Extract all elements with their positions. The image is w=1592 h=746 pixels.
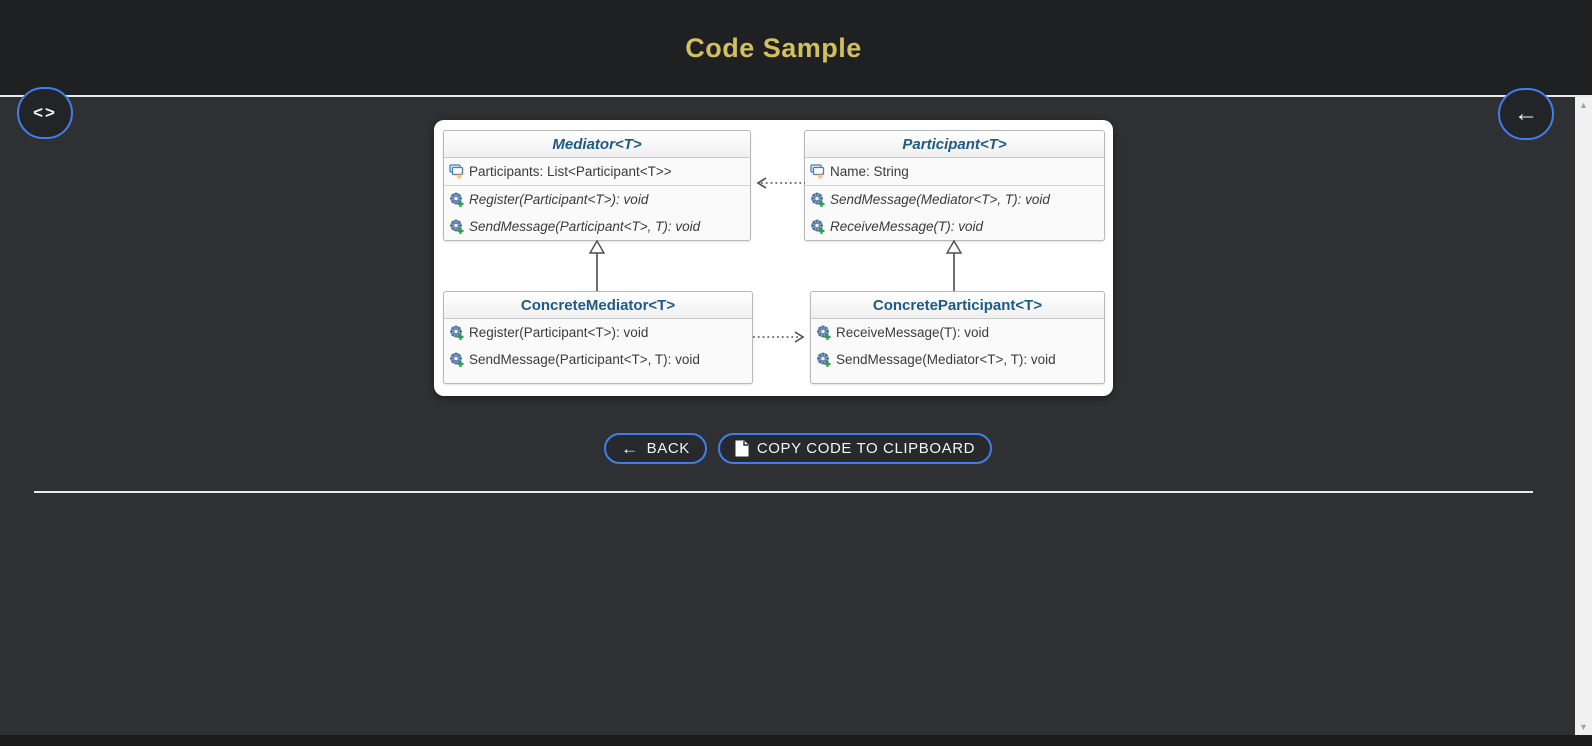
toggle-code-view-button[interactable]: <> (17, 87, 73, 139)
uml-class-mediator: Mediator<T> # Participants: List<Partici… (443, 130, 751, 241)
method-row: SendMessage(Participant<T>, T): void (444, 346, 752, 373)
method-label: SendMessage(Participant<T>, T): void (469, 219, 701, 234)
copy-code-button[interactable]: COPY CODE TO CLIPBOARD (717, 433, 993, 464)
inheritance-arrow-concreteparticipant (945, 240, 963, 291)
class-title: Mediator<T> (444, 131, 750, 158)
method-compartment: Register(Participant<T>): void SendMessa… (444, 319, 752, 373)
back-arrow-icon: ← (1514, 100, 1538, 127)
copy-code-button-label: COPY CODE TO CLIPBOARD (756, 440, 976, 457)
method-label: SendMessage(Participant<T>, T): void (469, 352, 700, 367)
method-label: Register(Participant<T>): void (469, 192, 649, 207)
uml-class-concrete-participant: ConcreteParticipant<T> ReceiveMessage(T)… (810, 291, 1105, 384)
inheritance-arrow-concretemediator (588, 240, 606, 291)
dependency-arrow-participant-to-mediator (756, 177, 805, 189)
property-icon: # (449, 164, 464, 179)
method-compartment: ReceiveMessage(T): void SendMessage(Medi… (811, 319, 1104, 373)
method-icon (450, 325, 464, 340)
uml-class-concrete-mediator: ConcreteMediator<T> Register(Participant… (443, 291, 753, 384)
method-icon (817, 352, 831, 367)
back-arrow-icon: ← (621, 439, 639, 458)
page-title: Code Sample (685, 33, 862, 63)
method-row: SendMessage(Mediator<T>, T): void (805, 186, 1104, 213)
method-row: ReceiveMessage(T): void (811, 319, 1104, 346)
method-icon (811, 192, 825, 207)
bottom-edge-strip (0, 735, 1592, 746)
svg-text:#: # (818, 171, 823, 179)
method-row: SendMessage(Mediator<T>, T): void (811, 346, 1104, 373)
method-label: ReceiveMessage(T): void (830, 219, 984, 234)
method-row: Register(Participant<T>): void (444, 186, 750, 213)
method-label: SendMessage(Mediator<T>, T): void (830, 192, 1050, 207)
svg-text:#: # (457, 171, 462, 179)
method-icon (450, 192, 464, 207)
method-row: ReceiveMessage(T): void (805, 213, 1104, 240)
method-icon (811, 219, 825, 234)
app-header: Code Sample (0, 0, 1592, 97)
scroll-up-icon[interactable]: ▲ (1579, 100, 1588, 110)
back-button[interactable]: ← BACK (604, 433, 707, 464)
property-label: Name: String (830, 164, 909, 179)
method-label: Register(Participant<T>): void (469, 325, 649, 340)
uml-diagram-panel: Mediator<T> # Participants: List<Partici… (434, 120, 1113, 396)
method-row: Register(Participant<T>): void (444, 319, 752, 346)
method-compartment: SendMessage(Mediator<T>, T): void Receiv… (805, 186, 1104, 240)
uml-class-participant: Participant<T> # Name: String SendMe (804, 130, 1105, 241)
back-circle-button[interactable]: ← (1498, 88, 1554, 140)
method-row: SendMessage(Participant<T>, T): void (444, 213, 750, 240)
property-icon: # (810, 164, 825, 179)
method-icon (450, 352, 464, 367)
class-title: ConcreteParticipant<T> (811, 292, 1104, 319)
class-title: Participant<T> (805, 131, 1104, 158)
property-compartment: # Participants: List<Participant<T>> (444, 158, 750, 186)
action-buttons-row: ← BACK COPY CODE TO CLIPBOARD (604, 433, 993, 464)
property-compartment: # Name: String (805, 158, 1104, 186)
back-button-label: BACK (646, 440, 690, 457)
property-label: Participants: List<Participant<T>> (469, 164, 672, 179)
dependency-arrow-concretemediator-to-concreteparticipant (753, 331, 805, 343)
method-icon (450, 219, 464, 234)
method-label: ReceiveMessage(T): void (836, 325, 990, 340)
property-row: # Name: String (805, 158, 1104, 185)
scroll-down-icon[interactable]: ▼ (1579, 722, 1588, 732)
copy-document-icon (735, 440, 749, 457)
method-label: SendMessage(Mediator<T>, T): void (836, 352, 1056, 367)
property-row: # Participants: List<Participant<T>> (444, 158, 750, 185)
class-title: ConcreteMediator<T> (444, 292, 752, 319)
method-icon (817, 325, 831, 340)
section-divider (34, 491, 1533, 493)
method-compartment: Register(Participant<T>): void SendMessa… (444, 186, 750, 240)
vertical-scrollbar[interactable]: ▲ ▼ (1575, 97, 1592, 735)
code-icon: <> (33, 103, 57, 122)
